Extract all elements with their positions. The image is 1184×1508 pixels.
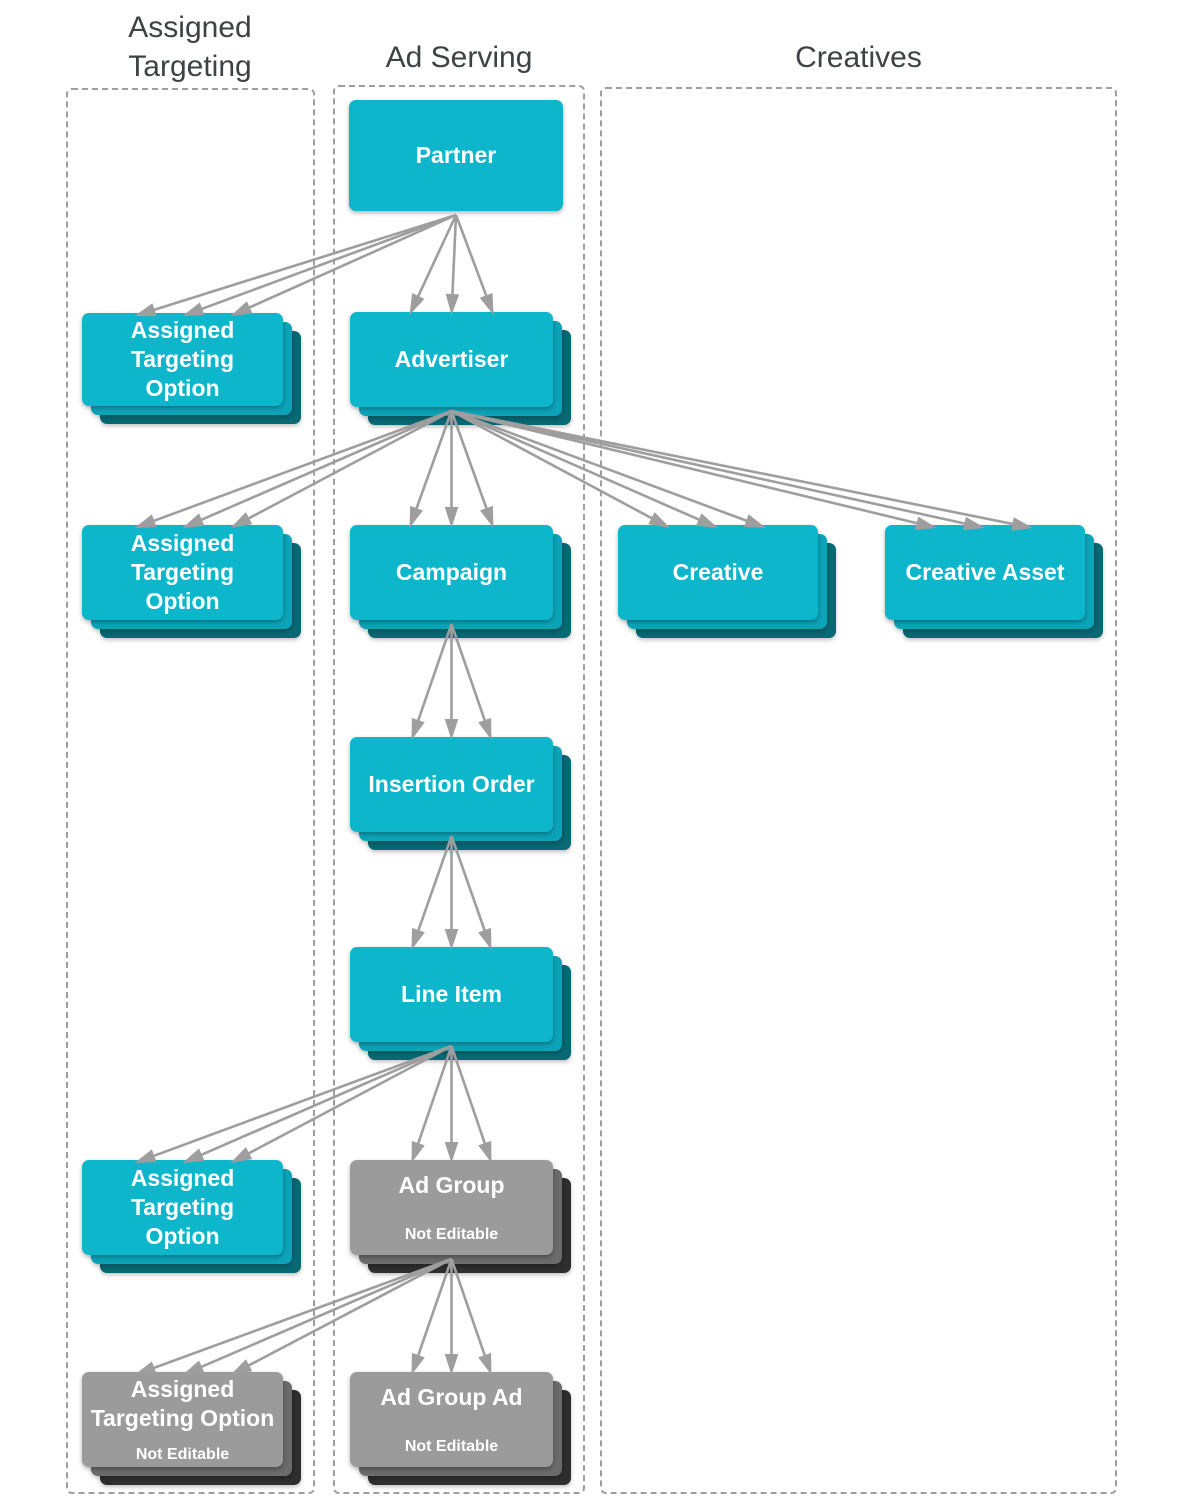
node-assigned-targeting-option-advertiser: Assigned Targeting Option [82,525,301,638]
node-creative-asset-face: Creative Asset [885,525,1085,620]
column-title-creatives: Creatives [795,41,922,74]
node-line-item-label: Line Item [401,981,502,1008]
node-assigned-targeting-option-ad-group: Assigned Targeting Option Not Editable [82,1372,301,1485]
node-creative-asset-label: Creative Asset [905,559,1065,586]
node-ad-group-face: Ad Group Not Editable [350,1160,553,1255]
node-assigned-targeting-option-line-item-face: Assigned Targeting Option [82,1160,283,1255]
node-assigned-targeting-option-partner-label: Assigned Targeting Option [130,317,235,401]
node-partner: Partner [349,100,563,211]
node-assigned-targeting-option-ad-group-note: Not Editable [135,1445,230,1463]
node-advertiser-face: Advertiser [350,312,553,407]
panel-ad-serving [333,85,585,1494]
column-title-assigned-targeting: Assigned Targeting [128,11,252,83]
node-ad-group-label: Ad Group [398,1171,505,1198]
node-assigned-targeting-option-advertiser-face: Assigned Targeting Option [82,525,283,620]
node-assigned-targeting-option-advertiser-label: Assigned Targeting Option [130,530,235,614]
node-insertion-order: Insertion Order [350,737,571,850]
node-assigned-targeting-option-partner: Assigned Targeting Option [82,313,301,424]
node-assigned-targeting-option-partner-face: Assigned Targeting Option [82,313,283,406]
node-ad-group: Ad Group Not Editable [350,1160,571,1273]
node-campaign-face: Campaign [350,525,553,620]
node-advertiser: Advertiser [350,312,571,425]
node-creative-face: Creative [618,525,818,620]
panel-creatives [600,87,1117,1494]
node-line-item-face: Line Item [350,947,553,1042]
node-insertion-order-face: Insertion Order [350,737,553,832]
node-campaign-label: Campaign [395,559,508,586]
column-title-ad-serving: Ad Serving [385,41,533,74]
node-ad-group-ad-face: Ad Group Ad Not Editable [350,1372,553,1467]
node-assigned-targeting-option-ad-group-face: Assigned Targeting Option Not Editable [82,1372,283,1467]
node-creative-label: Creative [672,559,764,586]
node-line-item: Line Item [350,947,571,1060]
node-partner-face: Partner [349,100,563,211]
node-partner-label: Partner [415,142,497,169]
node-ad-group-ad-note: Not Editable [404,1438,499,1456]
node-assigned-targeting-option-line-item: Assigned Targeting Option [82,1160,301,1273]
node-advertiser-label: Advertiser [394,346,509,373]
node-creative: Creative [618,525,836,638]
node-ad-group-note: Not Editable [404,1226,499,1244]
node-creative-asset: Creative Asset [885,525,1103,638]
node-ad-group-ad-label: Ad Group Ad [380,1383,523,1410]
node-insertion-order-label: Insertion Order [368,771,535,798]
node-assigned-targeting-option-ad-group-label: Assigned Targeting Option [90,1376,275,1431]
panel-assigned-targeting [66,88,315,1494]
node-ad-group-ad: Ad Group Ad Not Editable [350,1372,571,1485]
node-assigned-targeting-option-line-item-label: Assigned Targeting Option [130,1165,235,1249]
node-campaign: Campaign [350,525,571,638]
